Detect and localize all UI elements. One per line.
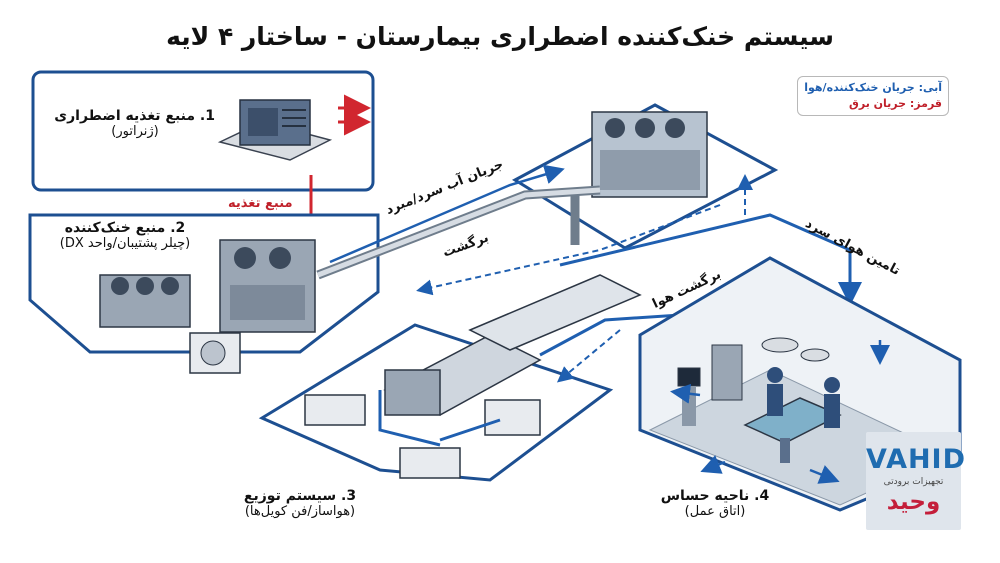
or-air-arrow-1 [670, 383, 701, 404]
duct-icon [468, 274, 642, 351]
layer2-title: 2. منبع خنک‌کننده [64, 220, 186, 236]
return-flow-arrow [416, 204, 721, 296]
anesthesia-machine-icon [711, 344, 743, 401]
fan-coil-icon-2 [399, 447, 461, 479]
layer3-subtitle: (هواساز/فن کویل‌ها) [244, 504, 356, 519]
layer1-subtitle: (ژنراتور) [111, 124, 159, 139]
layer1-label: 1. منبع تغذیه اضطراری (ژنراتور) [54, 108, 215, 139]
layer4-title: 4. ناحیه حساس [660, 488, 770, 504]
chiller-icon-2 [219, 239, 316, 333]
layer3-label: 3. سیستم توزیع (هواساز/فن کویل‌ها) [210, 488, 390, 519]
layer1-title: 1. منبع تغذیه اضطراری [54, 108, 215, 124]
logo-tagline: تجهیزات برودتی [883, 477, 944, 487]
surgeon-icon-1 [767, 367, 783, 416]
chiller-icon-1 [99, 274, 191, 328]
or-air-arrow-2 [700, 455, 726, 474]
legend: آبی: جریان خنک‌کننده/هوا قرمز: جریان برق [797, 76, 949, 116]
chilled-flow-arrow [329, 164, 565, 264]
page-title: سیستم خنک‌کننده اضطراری بیمارستان - ساخت… [166, 22, 834, 51]
generator-icon [217, 99, 333, 161]
power-flow-label: منبع تغذیه [228, 196, 293, 211]
surgeon-icon-2 [824, 377, 840, 428]
or-air-arrow-3 [809, 465, 840, 484]
ahu-icon [383, 334, 542, 416]
layer2-subtitle: (چیلر پشتیبان/واحد DX) [59, 236, 191, 251]
fan-coil-icon-3 [484, 399, 541, 436]
supply-air-line [559, 213, 862, 306]
layer2-label: 2. منبع خنک‌کننده (چیلر پشتیبان/واحد DX) [30, 220, 220, 251]
dx-unit-icon [189, 332, 241, 374]
chilled-water-pipe-inner [317, 187, 601, 278]
distribution-pipe [378, 390, 501, 447]
fan-coil-icon-1 [304, 394, 366, 426]
logo-latin: VAHID [866, 444, 967, 475]
logo-persian: وحید [886, 489, 941, 515]
legend-blue: آبی: جریان خنک‌کننده/هوا [804, 81, 942, 94]
cooling-unit-icon [591, 111, 708, 198]
return-air-arrow [556, 329, 621, 383]
surgical-light-icon [761, 337, 830, 362]
vahid-logo: VAHID تجهیزات برودتی وحید [866, 432, 967, 530]
layer4-label: 4. ناحیه حساس (اتاق عمل) [640, 488, 790, 519]
layer4-subtitle: (اتاق عمل) [684, 504, 746, 519]
layer3-title: 3. سیستم توزیع [243, 488, 357, 504]
legend-red: قرمز: جریان برق [849, 97, 942, 110]
